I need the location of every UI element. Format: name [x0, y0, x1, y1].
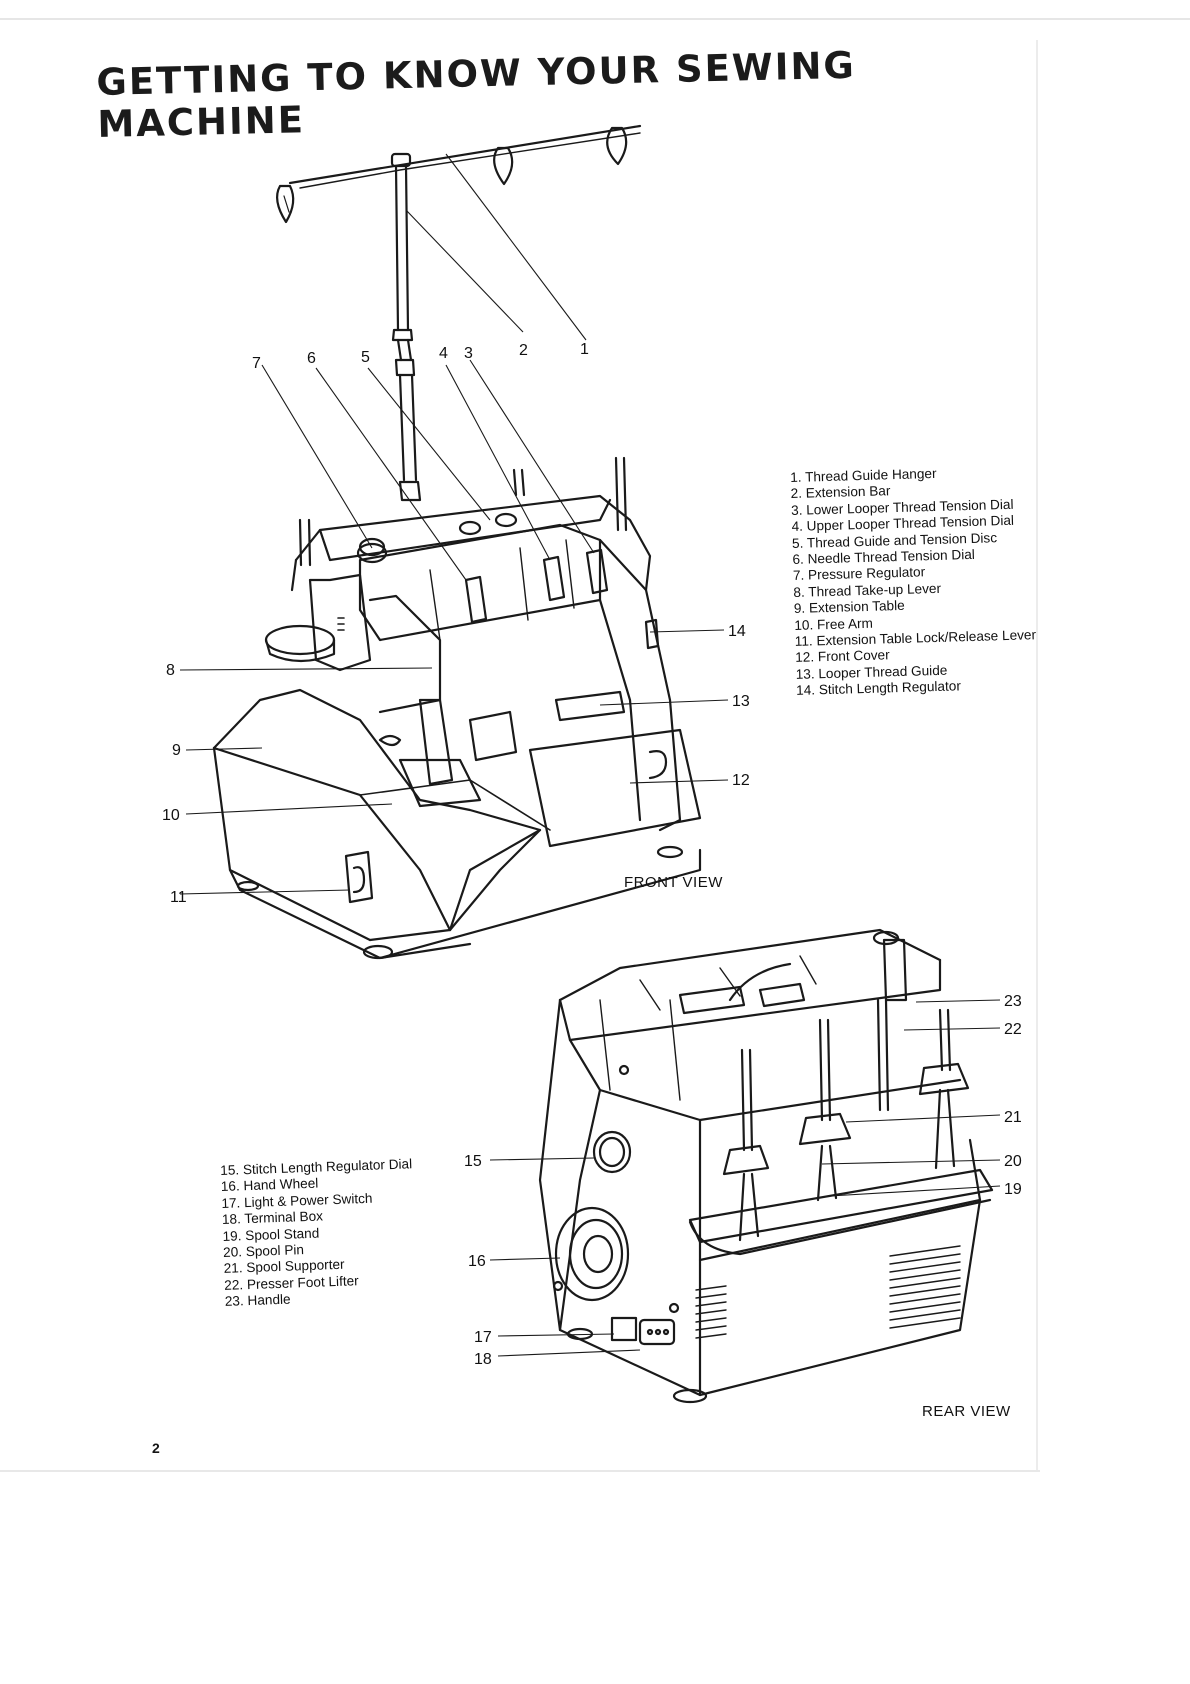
- callout-16: 16: [468, 1253, 486, 1270]
- stitch-length-regulator-slot: [644, 618, 660, 650]
- rear-view-parts-legend: 15. Stitch Length Regulator Dial 16. Han…: [220, 1155, 465, 1311]
- stitch-length-dial: [592, 1130, 632, 1174]
- callout-21: 21: [1004, 1109, 1022, 1126]
- callout-1: 1: [580, 341, 589, 358]
- hanger-clip-mid: [493, 146, 514, 186]
- power-switch-outline: [610, 1316, 638, 1342]
- callout-10: 10: [162, 807, 180, 824]
- front-view-label: FRONT VIEW: [624, 874, 723, 891]
- callout-9: 9: [172, 742, 181, 759]
- rear-callout-numbers: 23 22 21 20 19 15 16 17 18: [464, 993, 1022, 1368]
- callout-13: 13: [732, 693, 750, 710]
- terminal-box-outline: [638, 1318, 676, 1346]
- extension-table-lock-lever: [344, 850, 374, 904]
- callout-12: 12: [732, 772, 750, 789]
- needle-tension-dial: [464, 575, 488, 624]
- callout-8: 8: [166, 662, 175, 679]
- callout-2: 2: [519, 342, 528, 359]
- callout-7: 7: [252, 355, 261, 372]
- front-callout-numbers: 1 2 3 4 5 6 7 8 9 10 11 12 13 14: [162, 341, 750, 906]
- rear-view-label: REAR VIEW: [922, 1403, 1011, 1420]
- page-number: 2: [152, 1440, 160, 1456]
- presser-foot-lifter-post: [882, 938, 908, 1002]
- pressure-regulator-knob: [356, 542, 388, 564]
- callout-6: 6: [307, 350, 316, 367]
- upper-looper-tension-dial: [542, 555, 566, 602]
- scan-edge-right: [1036, 40, 1038, 1470]
- vent-grille-right: [889, 1245, 961, 1329]
- front-cover-outline: [528, 728, 702, 848]
- callout-4: 4: [439, 345, 448, 362]
- callout-18: 18: [474, 1351, 492, 1368]
- callout-17: 17: [474, 1329, 492, 1346]
- front-view-parts-legend: 1. Thread Guide Hanger 2. Extension Bar …: [790, 463, 1046, 700]
- scan-edge-top: [0, 18, 1190, 20]
- callout-14: 14: [728, 623, 746, 640]
- callout-11: 11: [170, 889, 187, 906]
- callout-5: 5: [361, 349, 370, 366]
- hanger-clip-left: [275, 184, 295, 224]
- callout-23: 23: [1004, 993, 1022, 1010]
- vent-grille-left: [695, 1285, 727, 1339]
- callout-19: 19: [1004, 1181, 1022, 1198]
- callout-15: 15: [464, 1153, 482, 1170]
- thread-guide-hanger-bar: [288, 124, 642, 185]
- lower-looper-tension-dial: [585, 548, 609, 595]
- callout-22: 22: [1004, 1021, 1022, 1038]
- callout-3: 3: [464, 345, 473, 362]
- hand-wheel: [554, 1206, 630, 1302]
- scan-edge-bottom: [0, 1470, 1040, 1472]
- callout-20: 20: [1004, 1153, 1022, 1170]
- hanger-clip-right: [606, 126, 628, 166]
